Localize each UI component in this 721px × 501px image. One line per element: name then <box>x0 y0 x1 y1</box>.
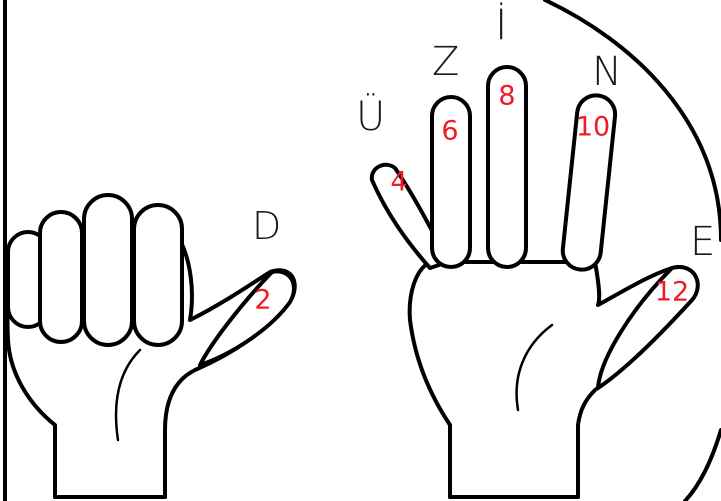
letter-n: N <box>592 52 622 92</box>
left-curled-finger-2 <box>40 212 82 342</box>
finger-number-6: 6 <box>441 118 458 145</box>
finger-number-4: 4 <box>390 169 407 196</box>
letter-i-dotted: İ <box>495 4 507 46</box>
finger-number-12: 12 <box>655 279 689 306</box>
letter-d: D <box>252 207 281 245</box>
letter-z: Z <box>432 42 459 82</box>
right-hand <box>372 67 698 497</box>
finger-number-10: 10 <box>576 114 610 141</box>
finger-number-8: 8 <box>498 83 515 110</box>
left-curled-finger-3 <box>84 195 132 345</box>
left-curled-finger-4 <box>134 205 182 345</box>
finger-number-2: 2 <box>254 287 271 314</box>
letter-u-umlaut: Ü <box>356 97 385 137</box>
letter-e: E <box>690 222 715 262</box>
circle-arc-bottom <box>685 430 721 501</box>
